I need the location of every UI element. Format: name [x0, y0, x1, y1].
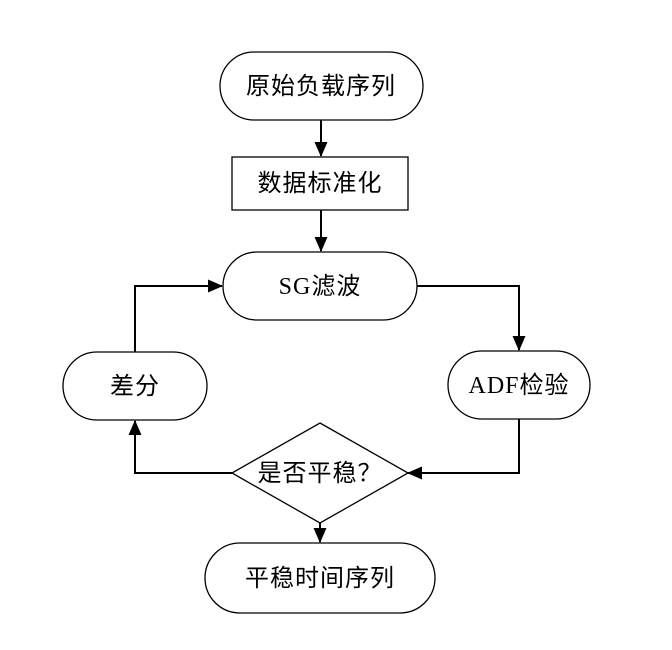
- node-start-label: 原始负载序列: [246, 73, 396, 100]
- node-adf-test-shape: [447, 350, 591, 420]
- node-decision-label: 是否平稳？: [258, 460, 383, 487]
- node-end-shape: [204, 542, 436, 614]
- node-difference-shape: [62, 351, 208, 421]
- edge-group: [128, 120, 526, 543]
- edge-difference-to-sg-filter: [134, 279, 223, 352]
- node-start-shape: [219, 51, 424, 121]
- edge-sg-filter-to-adf-test: [417, 285, 526, 351]
- node-difference-label: 差分: [110, 373, 160, 400]
- node-adf-test: ADF检验: [447, 350, 591, 420]
- node-end: 平稳时间序列: [204, 542, 436, 614]
- node-sg-filter-label: SG滤波: [279, 273, 362, 300]
- edge-adf-test-to-decision: [407, 419, 520, 480]
- node-start: 原始负载序列: [219, 51, 424, 121]
- node-normalize-shape: [231, 156, 409, 211]
- node-end-label: 平稳时间序列: [245, 565, 395, 592]
- node-decision-shape: [230, 422, 410, 524]
- node-sg-filter: SG滤波: [222, 251, 418, 321]
- node-normalize-label: 数据标准化: [258, 170, 383, 197]
- node-normalize: 数据标准化: [231, 156, 409, 211]
- node-difference: 差分: [62, 351, 208, 421]
- node-decision: 是否平稳？: [230, 422, 410, 524]
- node-adf-test-label: ADF检验: [468, 372, 569, 399]
- node-sg-filter-shape: [222, 251, 418, 321]
- edge-decision-to-difference: [128, 420, 232, 474]
